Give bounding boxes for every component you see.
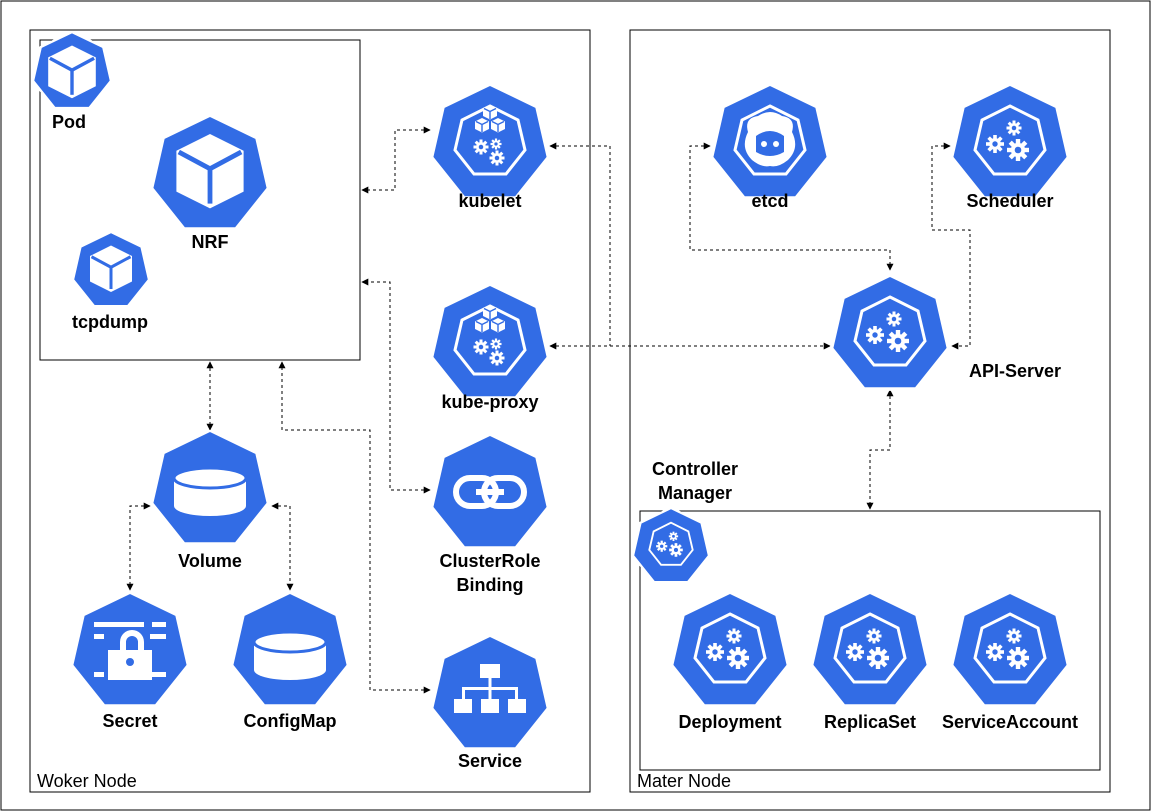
- pod-group-label: Pod: [52, 112, 86, 132]
- link-service-pod: [278, 361, 431, 694]
- volume-icon[interactable]: [150, 430, 270, 546]
- secret-label: Secret: [102, 711, 157, 731]
- service-label: Service: [458, 751, 522, 771]
- etcd-label: etcd: [751, 191, 788, 211]
- link-apiserver-controllermanager: [866, 389, 894, 510]
- pod-group-icon: [32, 32, 112, 110]
- service-network-icon: [454, 664, 526, 713]
- kube-proxy-icon[interactable]: [430, 284, 550, 400]
- link-volume-configmap: [271, 502, 294, 591]
- clusterrole-binding-label-line1: ClusterRole: [439, 551, 540, 571]
- nrf-label: NRF: [192, 232, 229, 252]
- kubelet-icon[interactable]: [430, 84, 550, 200]
- master-node-label: Mater Node: [637, 771, 731, 791]
- kube-proxy-label: kube-proxy: [441, 392, 538, 412]
- link-chain-icon: [453, 475, 527, 509]
- configmap-label: ConfigMap: [244, 711, 337, 731]
- nrf-pod-icon[interactable]: [150, 115, 270, 231]
- replicaset-icon[interactable]: [810, 592, 930, 708]
- api-server-label: API-Server: [969, 361, 1061, 381]
- worker-node-frame: [29, 29, 591, 793]
- secret-icon[interactable]: [70, 592, 190, 708]
- controller-manager-label-line1: Controller: [652, 459, 738, 479]
- controller-manager-label-line2: Manager: [658, 483, 732, 503]
- configmap-cylinder-icon: [252, 630, 328, 682]
- link-scheduler-apiserver: [931, 142, 971, 350]
- volume-label: Volume: [178, 551, 242, 571]
- link-kubelet-apiserver: [549, 142, 611, 346]
- replicaset-label: ReplicaSet: [824, 712, 916, 732]
- deployment-icon[interactable]: [670, 592, 790, 708]
- kubelet-label: kubelet: [458, 191, 521, 211]
- controller-manager-frame: [639, 510, 1101, 771]
- tcpdump-label: tcpdump: [72, 312, 148, 332]
- configmap-icon[interactable]: [230, 592, 350, 708]
- link-clusterrolebinding-pod: [361, 278, 431, 494]
- serviceaccount-icon[interactable]: [950, 592, 1070, 708]
- etcd-logo-icon: [733, 104, 807, 176]
- scheduler-icon[interactable]: [950, 84, 1070, 200]
- scheduler-label: Scheduler: [966, 191, 1053, 211]
- service-icon[interactable]: [430, 635, 550, 751]
- secret-lock-icon: [94, 622, 166, 680]
- link-etcd-apiserver: [689, 142, 894, 271]
- serviceaccount-label: ServiceAccount: [942, 712, 1078, 732]
- controller-manager-icon[interactable]: [632, 508, 710, 584]
- link-kubelet-pod: [361, 126, 431, 194]
- worker-node-label: Woker Node: [37, 771, 137, 791]
- clusterrole-binding-label-line2: Binding: [457, 575, 524, 595]
- clusterrole-binding-icon[interactable]: [430, 434, 550, 550]
- api-server-icon[interactable]: [830, 275, 950, 391]
- master-node-frame: [629, 29, 1111, 793]
- deployment-label: Deployment: [678, 712, 781, 732]
- pod-group-frame: [39, 39, 361, 361]
- tcpdump-pod-icon[interactable]: [72, 232, 150, 308]
- volume-cylinder-icon: [172, 466, 248, 518]
- link-volume-secret: [126, 502, 151, 591]
- etcd-icon[interactable]: [710, 84, 830, 200]
